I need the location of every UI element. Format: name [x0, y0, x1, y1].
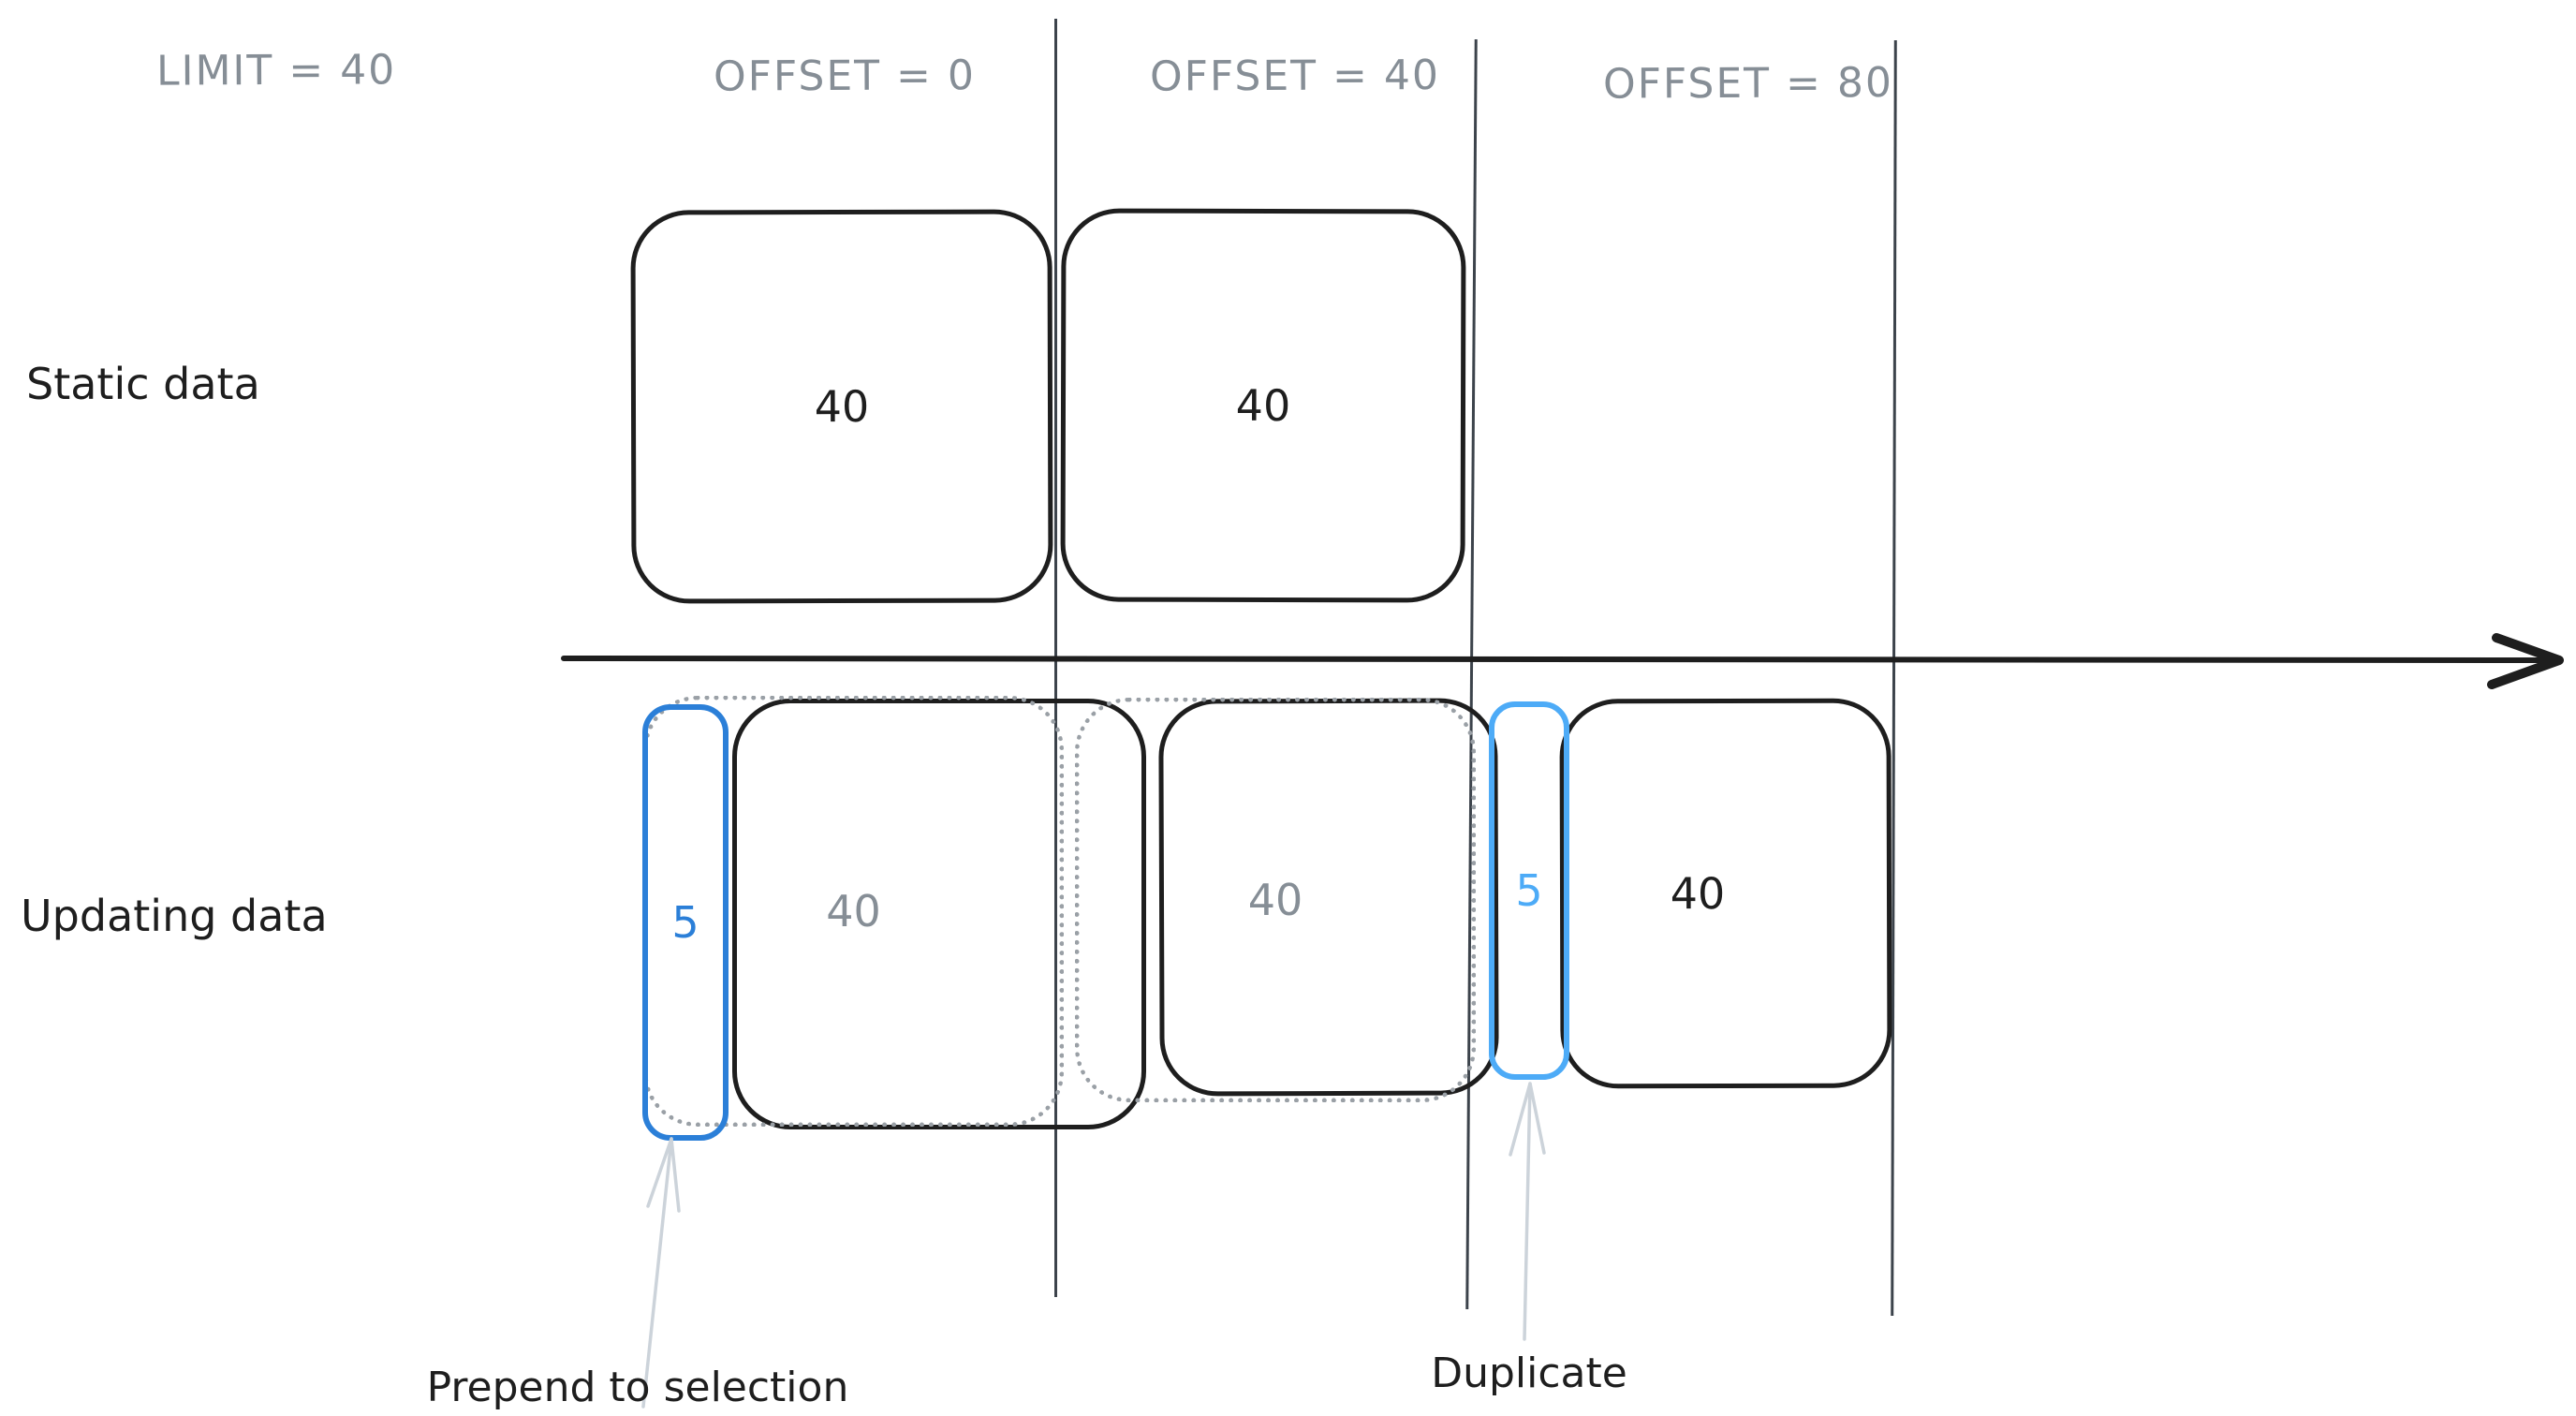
- static-page-1-count: 40: [814, 380, 870, 433]
- offset-40-label: OFFSET = 40: [1149, 52, 1441, 101]
- offset-80-label: OFFSET = 80: [1602, 59, 1894, 109]
- static-page-2-box: 40: [1060, 208, 1466, 603]
- duplicate-annotation-arrow-icon: [1509, 1082, 1546, 1341]
- updating-window-1-box: [732, 699, 1146, 1129]
- timeline-arrow-icon: [561, 633, 2564, 689]
- updating-page-3-count: 40: [1670, 868, 1726, 920]
- updating-data-row-label: Updating data: [21, 891, 328, 941]
- updating-page-3-box: 40: [1559, 698, 1892, 1089]
- prepended-items-box: 5: [642, 704, 729, 1141]
- duplicate-items-count: 5: [1515, 865, 1543, 916]
- old-page-2-dotted-box: 40: [1075, 698, 1476, 1102]
- column-divider-line-2: [1465, 39, 1478, 1309]
- prepend-annotation-label: Prepend to selection: [426, 1364, 849, 1411]
- prepended-items-count: 5: [671, 897, 699, 948]
- offset-0-label: OFFSET = 0: [713, 52, 977, 101]
- column-divider-line-3: [1891, 39, 1897, 1317]
- static-page-1-box: 40: [630, 209, 1053, 604]
- duplicate-items-box: 5: [1489, 701, 1569, 1080]
- old-page-2-count: 40: [1247, 875, 1303, 925]
- duplicate-annotation-label: Duplicate: [1431, 1350, 1627, 1397]
- static-page-2-count: 40: [1235, 379, 1291, 432]
- static-data-row-label: Static data: [26, 359, 260, 409]
- old-page-1-count: 40: [826, 886, 881, 937]
- limit-label: LIMIT = 40: [155, 46, 397, 96]
